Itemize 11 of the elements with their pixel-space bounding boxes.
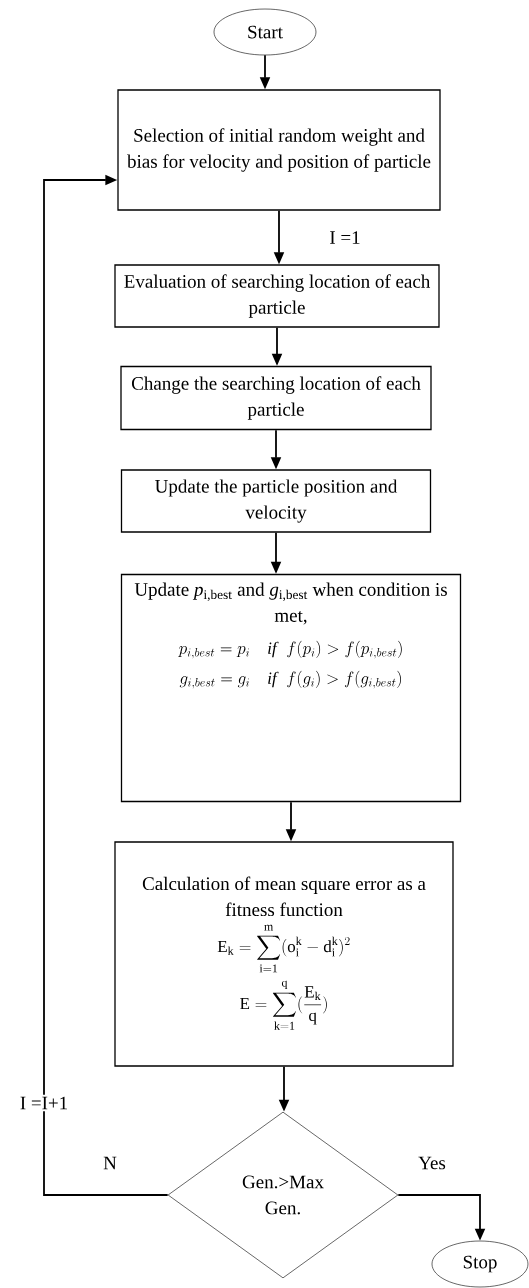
branch-label: N xyxy=(103,1156,117,1170)
process-box: Update p$_{i,best}$ and g$_{i,best}$ when condition is met, $p_{i,best} = p_i \quad \mathit{if}\;\; f(p_i) > f(p_{i,best})$ $g_{i,best} = g_i \quad \mathit{if}\;\; f(g_i) > f(g_{i,best})$ xyxy=(120,573,462,803)
process-box: Evaluation of searching location of each particle xyxy=(114,264,440,328)
process-box: Calculation of mean square error as a fitness function $\mathrm{E_k} = \sum_{\mathrm{i=1}}^{\mathrm{m}} (\mathrm{o_i^k} - \mathrm{d_i^k})^2$ $\mathrm{E} = \sum_{\mathrm{k=1}}^{\mathrm{q}} (\frac{\mathrm{E_k}}{\mathrm{q}})$ xyxy=(114,841,454,1067)
edge-label: I =I+1 xyxy=(17,1094,71,1112)
process-box: Change the searching location of each particle xyxy=(120,365,432,431)
arrow xyxy=(43,174,169,1196)
edge-label: I =1 xyxy=(330,231,360,244)
edge-label: Yes xyxy=(418,1156,446,1170)
process-box: Update the particle position and velocity xyxy=(120,469,432,533)
process-box: Selection of initial random weight and bias for velocity and position of particle xyxy=(117,89,441,211)
